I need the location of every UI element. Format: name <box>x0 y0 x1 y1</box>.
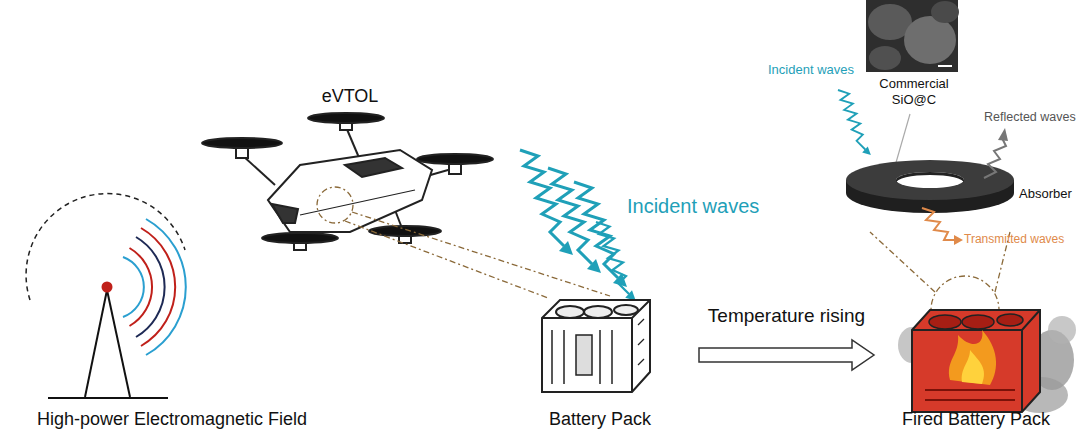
fired-battery <box>962 350 984 384</box>
battery-pack <box>614 305 638 315</box>
aircraft: eVTOL <box>200 86 500 256</box>
battery-pack <box>542 300 650 392</box>
incident-waves <box>520 150 636 301</box>
battery-pack <box>638 319 644 325</box>
fired-battery <box>912 310 1040 330</box>
evtol-drone <box>346 127 360 160</box>
incident-waves-small <box>838 90 871 155</box>
battery-pack <box>576 335 592 375</box>
transmitted-waves <box>922 208 956 240</box>
transmitted-waves <box>922 208 963 245</box>
absorber-ring <box>846 160 1014 213</box>
battery-pack <box>563 330 565 384</box>
fired-battery <box>1048 316 1076 344</box>
fired-battery <box>997 314 1023 326</box>
evtol-drone <box>202 138 282 148</box>
antenna <box>48 397 168 399</box>
fired-battery <box>949 330 996 385</box>
fired-battery <box>925 389 1015 391</box>
battery-pack <box>542 300 650 392</box>
transmitted-waves <box>954 235 963 245</box>
reflected-waves <box>998 128 1008 141</box>
reflected-waves <box>984 138 1006 178</box>
battery-pack <box>638 359 644 365</box>
antenna <box>141 228 175 346</box>
antenna <box>123 257 144 317</box>
antenna <box>146 219 186 355</box>
incident-waves-small <box>838 90 871 155</box>
evtol-drone <box>202 113 493 250</box>
sem-image <box>866 0 958 72</box>
battery-pack <box>551 330 553 384</box>
field-source: High-power Electromagnetic Field <box>2 190 342 435</box>
absorber-ring <box>896 172 964 183</box>
evtol-drone <box>417 154 493 164</box>
part-label: Absorber <box>1019 186 1072 202</box>
antenna <box>85 290 107 397</box>
evtol-drone <box>308 113 384 123</box>
fired-battery <box>1021 330 1023 412</box>
incident-waves <box>548 168 601 273</box>
fired-battery <box>925 399 1015 401</box>
zoom-leader <box>345 221 548 298</box>
node-caption: Battery Pack <box>549 409 651 431</box>
evtol-drone <box>262 233 338 243</box>
battery-pack <box>611 330 613 384</box>
leader-line <box>895 114 910 166</box>
reflected-waves <box>984 128 1008 178</box>
arrow-label: Temperature rising <box>708 305 865 328</box>
absorber-ring <box>896 172 964 188</box>
battery-pack <box>542 300 650 318</box>
incident-waves <box>596 222 636 301</box>
sem-image <box>931 1 959 23</box>
sem-image <box>866 0 959 72</box>
wave-label: Transmitted waves <box>964 232 1064 246</box>
sem-image <box>904 16 956 64</box>
fired-battery-pack: Fired Battery Pack <box>878 295 1074 435</box>
node-caption: Fired Battery Pack <box>902 409 1050 431</box>
battery-pack: Battery Pack <box>505 295 695 435</box>
wave-label: Reflected waves <box>984 110 1076 125</box>
fired-battery <box>898 310 1076 413</box>
fired-battery <box>912 310 1040 412</box>
wave-label: Incident waves <box>627 194 759 218</box>
wave-label: Incident waves <box>768 62 854 78</box>
evtol-drone <box>242 155 275 185</box>
evtol-drone <box>272 204 298 223</box>
zoom-leader <box>317 187 353 223</box>
antenna <box>102 282 113 293</box>
evtol-drone <box>345 158 402 177</box>
fired-battery <box>962 315 994 329</box>
battery-pack <box>638 339 644 345</box>
battery-pack <box>599 330 601 384</box>
sem-image <box>938 65 952 67</box>
antenna <box>26 194 186 398</box>
node-caption: High-power Electromagnetic Field <box>37 409 307 431</box>
process-arrow <box>699 340 874 370</box>
battery-pack <box>584 306 612 318</box>
battery-pack <box>556 306 584 318</box>
antenna <box>130 248 153 326</box>
fired-battery <box>929 315 961 329</box>
battery-pack <box>631 318 633 392</box>
evtol-drone <box>268 150 432 232</box>
node-caption: eVTOL <box>322 86 379 108</box>
antenna <box>136 237 165 337</box>
zoom-leader <box>870 232 935 292</box>
sem-image <box>869 46 901 70</box>
antenna <box>107 290 130 397</box>
material-label: Commercial SiO@C <box>872 76 956 107</box>
